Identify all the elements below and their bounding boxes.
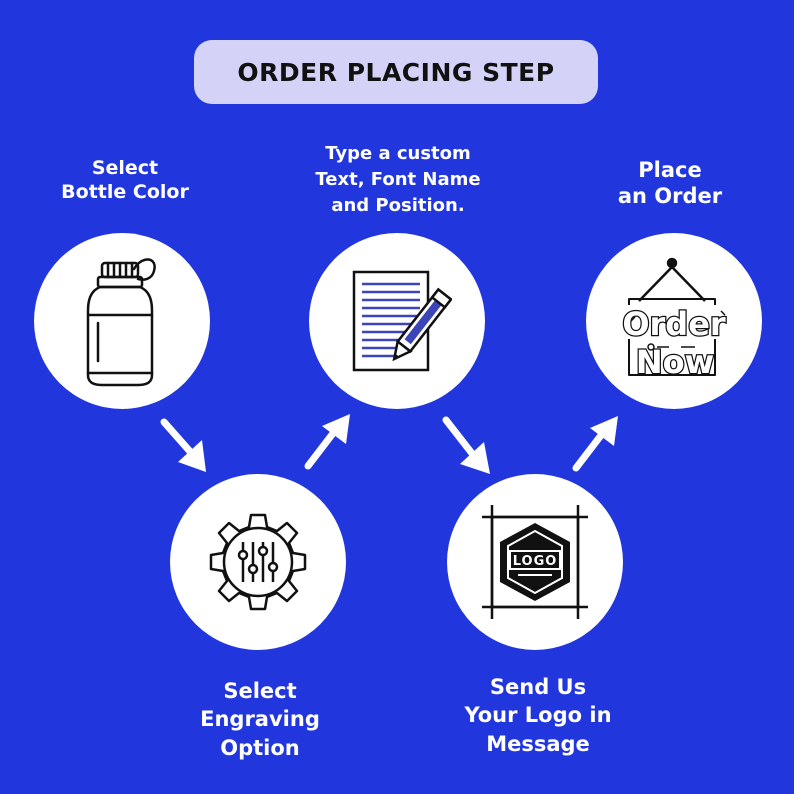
- step-1-label-line-2: Bottle Color: [40, 181, 210, 205]
- step-3-circle: [309, 233, 485, 409]
- document-pencil-icon: [342, 266, 452, 376]
- step-4-label-line-1: Send Us: [448, 673, 628, 701]
- sign-text-now: Now: [636, 343, 714, 381]
- step-5-label-line-2: an Order: [590, 183, 750, 209]
- step-5-label: Place an Order: [590, 157, 750, 210]
- step-1-label: Select Bottle Color: [40, 157, 210, 205]
- step-2-label-line-3: Option: [180, 734, 340, 762]
- step-4-label-line-2: Your Logo in: [448, 701, 628, 729]
- step-1-circle: [34, 233, 210, 409]
- step-3-label-line-2: Text, Font Name: [292, 167, 504, 193]
- step-2-label-line-1: Select: [180, 677, 340, 705]
- step-3-label-line-3: and Position.: [292, 193, 504, 219]
- step-3-label-line-1: Type a custom: [292, 141, 504, 167]
- arrow-step-2-to-3: [300, 410, 356, 472]
- step-4-circle: LOGO: [447, 474, 623, 650]
- step-2-circle: [170, 474, 346, 650]
- arrow-step-4-to-5: [568, 412, 624, 474]
- step-5-circle: Order Now: [586, 233, 762, 409]
- logo-hexagon-icon: LOGO: [470, 497, 600, 627]
- settings-gear-sliders-icon: [193, 497, 323, 627]
- logo-icon-text: LOGO: [513, 554, 558, 569]
- order-now-sign-icon: Order Now: [609, 251, 739, 391]
- page-title: ORDER PLACING STEP: [237, 58, 554, 87]
- step-4-label: Send Us Your Logo in Message: [448, 673, 628, 758]
- water-bottle-icon: [72, 251, 172, 391]
- step-1-label-line-1: Select: [40, 157, 210, 181]
- arrow-step-3-to-4: [440, 414, 496, 476]
- step-5-label-line-1: Place: [590, 157, 750, 183]
- step-4-label-line-3: Message: [448, 730, 628, 758]
- step-2-label-line-2: Engraving: [180, 705, 340, 733]
- arrow-step-1-to-2: [158, 416, 214, 476]
- sign-text-order: Order: [622, 305, 726, 343]
- title-pill: ORDER PLACING STEP: [194, 40, 598, 104]
- step-3-label: Type a custom Text, Font Name and Positi…: [292, 141, 504, 219]
- step-2-label: Select Engraving Option: [180, 677, 340, 762]
